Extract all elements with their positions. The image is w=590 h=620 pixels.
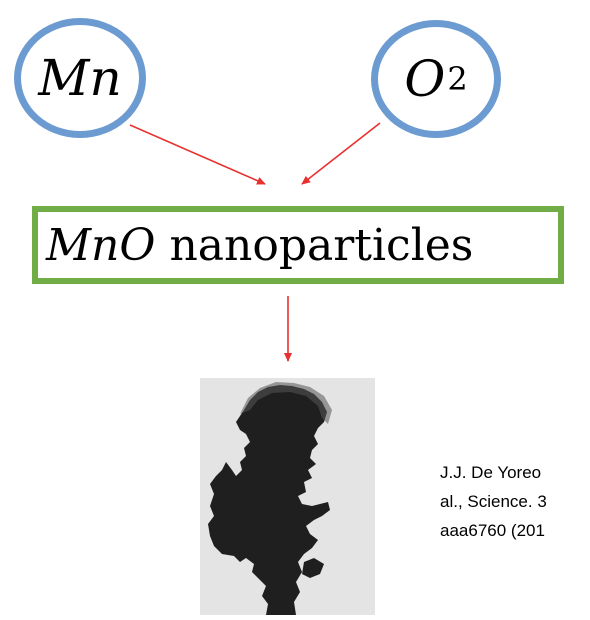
product-box: MnO nanoparticles: [32, 206, 564, 284]
nanoparticle-aggregate-image: [208, 382, 332, 615]
nanoparticle-fringe: [240, 382, 332, 424]
citation-line-3: aaa6760 (201: [440, 521, 545, 540]
reactant-mn-formula: Mn: [38, 49, 122, 107]
nanoparticle-micrograph: [200, 378, 375, 615]
citation-line-1: J.J. De Yoreo: [440, 463, 542, 482]
arrow-o2-to-product: [301, 122, 381, 185]
nanoparticle-branch: [302, 558, 324, 578]
product-label: nanoparticles: [169, 219, 474, 271]
nanoparticle-aggregate: [208, 385, 330, 615]
reactant-mn-node: Mn: [14, 18, 146, 138]
reactant-o2-formula: O: [404, 50, 446, 108]
reactant-o2-subscript: 2: [447, 60, 468, 98]
citation-text: J.J. De Yoreo al., Science. 3 aaa6760 (2…: [440, 458, 590, 548]
arrow-mn-to-product: [129, 124, 266, 185]
product-formula: MnO: [46, 219, 156, 271]
citation-line-2: al., Science. 3: [440, 492, 547, 511]
